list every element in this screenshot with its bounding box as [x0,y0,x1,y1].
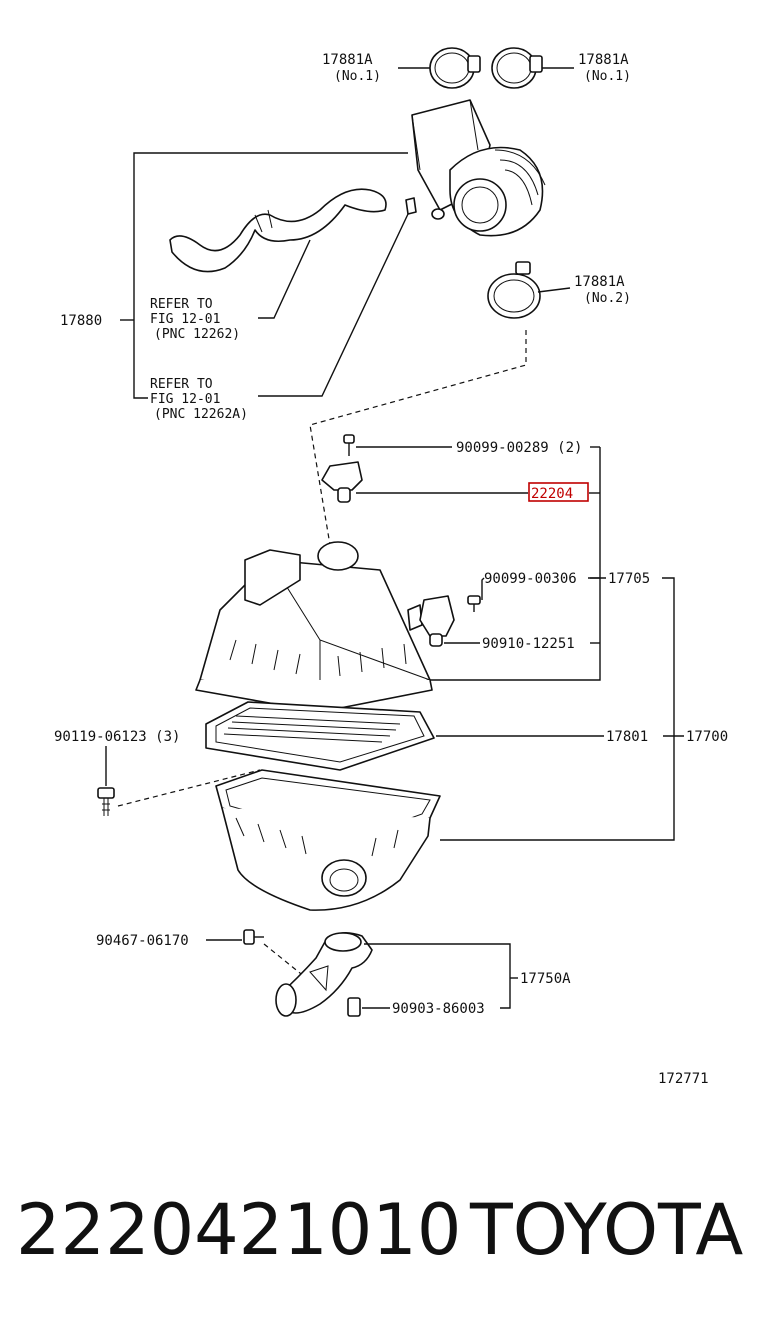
bolt-90099-00306 [467,595,481,612]
label-clamp-top-right: 17881A [578,52,629,68]
highlight-box [528,482,589,502]
clamp-no1-left [429,47,481,89]
inlet-duct [405,99,546,237]
clamp-no2 [487,261,541,319]
valve-90910-12251 [419,595,455,647]
refer1-line2: FIG 12-01 [150,312,220,327]
label-clamp-top-right-sub: (No.1) [584,69,631,84]
label-bolt-306: 90099-00306 [484,571,577,587]
label-group-17700: 17700 [686,729,728,745]
label-clip-003: 90903-86003 [392,1001,485,1017]
label-bolt-170: 90467-06170 [96,933,189,949]
label-bolt-289: 90099-00289 (2) [456,440,582,456]
refer1-line3: (PNC 12262) [154,327,240,342]
bolt-90467-06170 [243,929,264,945]
clamp-no1-right [491,47,543,89]
label-clamp-mid-sub: (No.2) [584,291,631,306]
hose [169,188,387,273]
label-group-17705: 17705 [608,571,650,587]
filter-element-17801 [205,701,435,771]
clip-90119-06123 [97,787,115,816]
sensor-22204 [321,461,363,503]
refer2-line3: (PNC 12262A) [154,407,248,422]
clip-90903-86003 [347,997,361,1017]
label-diagram-number: 172771 [658,1071,709,1087]
footer-brand: TOYOTA [470,1189,744,1271]
label-group-17750A: 17750A [520,971,571,987]
inlet-duct-17750A [275,932,373,1017]
label-clamp-top-left: 17881A [322,52,373,68]
label-clamp-mid: 17881A [574,274,625,290]
air-cleaner-cap [195,541,433,713]
refer2-line1: REFER TO [150,377,213,392]
refer2-line2: FIG 12-01 [150,392,220,407]
label-sensor-22204: 22204 [531,486,573,502]
label-clip-123: 90119-06123 (3) [54,729,180,745]
label-group-17880: 17880 [60,313,102,329]
bolt-90099-00289 [343,434,355,456]
label-filter-17801: 17801 [606,729,648,745]
label-valve-251: 90910-12251 [482,636,575,652]
air-cleaner-case [215,769,441,911]
footer-part-number: 2220421010 [16,1189,462,1271]
refer1-line1: REFER TO [150,297,213,312]
label-clamp-top-left-sub: (No.1) [334,69,381,84]
